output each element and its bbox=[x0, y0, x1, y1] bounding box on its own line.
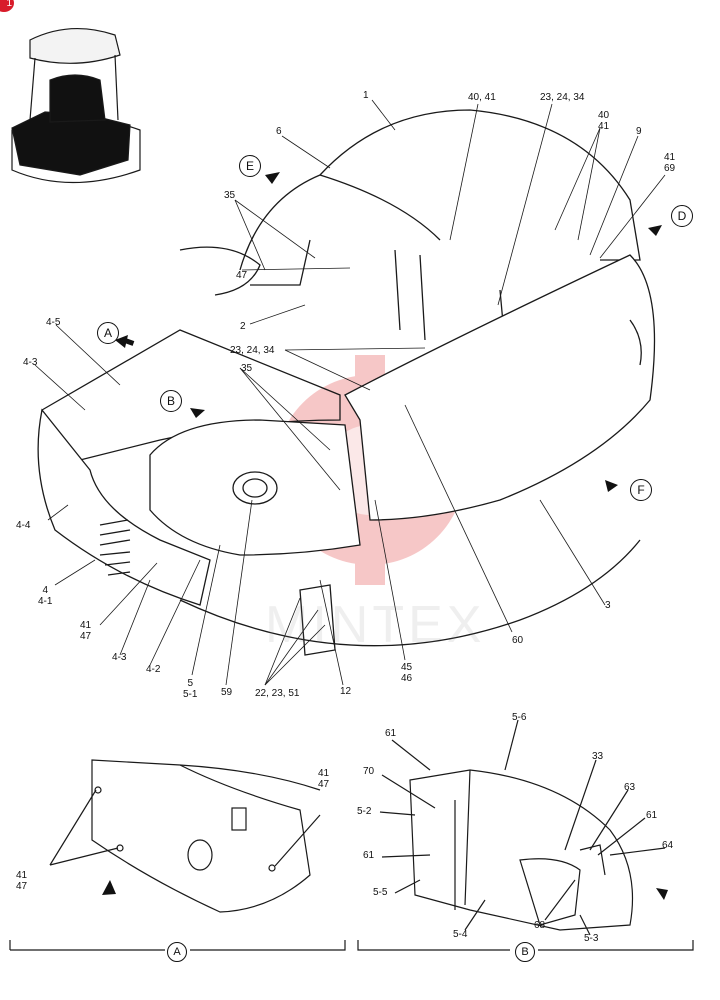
detail-a-caption: A bbox=[167, 942, 187, 962]
part-label: 35 bbox=[224, 190, 236, 201]
detail-b-label: 5-5 bbox=[373, 887, 388, 898]
engine-hood-assembly bbox=[37, 109, 656, 656]
part-label: 41 47 bbox=[80, 620, 92, 642]
part-label: 4 4-1 bbox=[38, 585, 53, 607]
part-label: 1 bbox=[363, 90, 369, 101]
part-label: 6 bbox=[276, 126, 282, 137]
view-marker-f: F bbox=[630, 479, 652, 501]
part-label: 59 bbox=[221, 687, 233, 698]
part-label: 23, 24, 34 bbox=[230, 345, 275, 356]
part-label: 3 bbox=[605, 600, 611, 611]
leader-lines bbox=[34, 99, 666, 686]
detail-b-caption: B bbox=[515, 942, 535, 962]
part-label: 4-4 bbox=[16, 520, 31, 531]
part-label: 40, 41 bbox=[468, 92, 496, 103]
detail-b-drawing bbox=[357, 719, 694, 951]
detail-b-label: 64 bbox=[662, 840, 674, 851]
detail-a-label: 41 47 bbox=[318, 768, 330, 790]
part-label: 47 bbox=[236, 270, 248, 281]
detail-b-label: 5-4 bbox=[453, 929, 468, 940]
part-label: 4-5 bbox=[46, 317, 61, 328]
detail-b-label: 63 bbox=[624, 782, 636, 793]
part-label: 5 5-1 bbox=[183, 678, 198, 700]
part-label: 4-3 bbox=[112, 652, 127, 663]
part-label: 60 bbox=[512, 635, 524, 646]
part-label: 4-3 bbox=[23, 357, 38, 368]
detail-b-label: 33 bbox=[592, 751, 604, 762]
part-label: 12 bbox=[340, 686, 352, 697]
part-label: 23, 24, 34 bbox=[540, 92, 585, 103]
part-label: 40 41 bbox=[598, 110, 610, 132]
page-badge: 1 bbox=[0, 0, 14, 12]
detail-a-drawing bbox=[9, 759, 346, 951]
detail-b-label: 61 bbox=[385, 728, 397, 739]
detail-b-label: 68 bbox=[534, 920, 546, 931]
detail-b-label: 5-3 bbox=[584, 933, 599, 944]
part-label: 9 bbox=[636, 126, 642, 137]
detail-a-label: 41 47 bbox=[16, 870, 28, 892]
detail-b-label: 61 bbox=[363, 850, 375, 861]
detail-b-label: 5-2 bbox=[357, 806, 372, 817]
part-label: 35 bbox=[241, 363, 253, 374]
part-label: 45 46 bbox=[401, 662, 413, 684]
view-marker-d: D bbox=[671, 205, 693, 227]
view-marker-a: A bbox=[97, 322, 119, 344]
machine-thumbnail bbox=[11, 28, 141, 184]
part-label: 22, 23, 51 bbox=[255, 688, 300, 699]
detail-b-label: 70 bbox=[363, 766, 375, 777]
detail-b-label: 61 bbox=[646, 810, 658, 821]
watermark-text: MINTEX bbox=[265, 596, 486, 654]
view-marker-e: E bbox=[239, 155, 261, 177]
view-marker-b: B bbox=[160, 390, 182, 412]
view-arrows bbox=[102, 172, 668, 900]
detail-b-label: 5-6 bbox=[512, 712, 527, 723]
part-label: 41 69 bbox=[664, 152, 676, 174]
part-label: 4-2 bbox=[146, 664, 161, 675]
part-label: 2 bbox=[240, 321, 246, 332]
